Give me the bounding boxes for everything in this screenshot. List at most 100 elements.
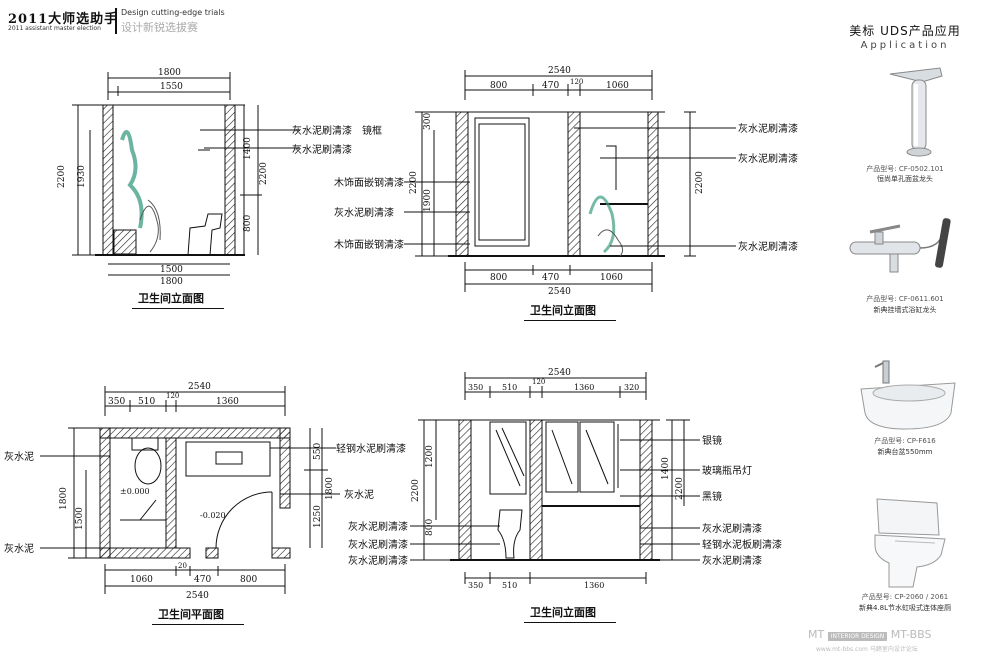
dim-tr-top-1: 800 [490, 81, 507, 91]
dim-br-bottom-2: 1360 [584, 581, 604, 590]
watermark-site: MT-BBS [890, 628, 932, 641]
watermark: MT INTERIOR DESIGN MT-BBS [808, 628, 931, 641]
view-title-bottom-left: 卫生间平面图 [158, 608, 224, 621]
dim-tr-top-3: 120 [570, 78, 583, 86]
label-tr-left-1: 灰水泥刷清漆 [334, 206, 394, 219]
product-1-model: 产品型号: CF-0502.101 [866, 165, 944, 173]
label-tr-left-2: 木饰面嵌钢清漆 [334, 238, 404, 251]
elevation-view-1 [72, 72, 300, 276]
dim-br-left-2: 800 [425, 519, 435, 536]
product-3-model: 产品型号: CP-F616 [874, 437, 936, 445]
dim-br-top-1: 350 [468, 383, 483, 392]
dim-bl-left-0: 1800 [59, 487, 69, 510]
view-title-underline [132, 308, 224, 309]
product-1-name: 恒尚单孔面盆龙头 [877, 175, 933, 183]
dim-bl-bottom-0: 1060 [130, 575, 153, 585]
label-br-left-1: 灰水泥刷清漆 [348, 538, 408, 551]
dim-bl-top-3: 120 [166, 392, 179, 400]
plan-view [40, 386, 340, 594]
label-tl-1: 镜框 [362, 124, 382, 137]
dim-bl-bottom-4: 2540 [186, 591, 209, 601]
floor-level-1: -0.020 [200, 511, 226, 520]
label-tl-2: 灰水泥刷清漆 [292, 143, 352, 156]
view-title-top-right: 卫生间立面图 [530, 304, 596, 317]
label-br-right-0: 银镜 [702, 434, 722, 447]
dim-br-bottom-0: 350 [468, 581, 483, 590]
label-br-left-2: 灰水泥刷清漆 [348, 554, 408, 567]
dim-br-right-1: 2200 [675, 477, 685, 500]
dim-tr-top-4: 1060 [606, 81, 629, 91]
view-title-top-left: 卫生间立面图 [138, 292, 204, 305]
drawing-canvas: 1800 1550 1500 1800 2200 1930 1400 2200 … [4, 66, 798, 601]
label-br-right-2: 黑镜 [702, 490, 722, 503]
label-tr-left-0: 木饰面嵌钢清漆 [334, 176, 404, 189]
dim-br-top-0: 2540 [548, 368, 571, 378]
product-4-model: 产品型号: CP-2060 / 2061 [861, 593, 949, 601]
dim-tr-left-0: 2200 [409, 171, 419, 194]
dim-tr-bottom-2: 1060 [600, 273, 623, 283]
dim-br-top-4: 1360 [574, 383, 594, 392]
dim-tl-left-0: 2200 [57, 165, 67, 188]
dim-bl-top-0: 2540 [188, 382, 211, 392]
label-tl-0: 灰水泥刷清漆 [292, 124, 352, 137]
dim-tr-right-0: 2200 [695, 171, 705, 194]
dim-tl-right-2: 800 [243, 215, 253, 232]
basin-faucet-image [889, 67, 943, 157]
label-br-left-0: 灰水泥刷清漆 [348, 520, 408, 533]
washbasin-image [860, 360, 956, 430]
product-4-name: 新典4.8L节水虹吸式连体座厕 [858, 604, 952, 612]
dim-tl-bottom-1: 1800 [160, 277, 183, 287]
label-bl-right-1: 灰水泥 [344, 488, 374, 501]
dim-tr-left-1: 1900 [423, 189, 433, 212]
dim-br-top-2: 510 [502, 383, 517, 392]
label-bl-left-0: 灰水泥 [4, 450, 34, 463]
product-2-model: 产品型号: CF-0611.601 [866, 295, 944, 303]
floor-level-0: ±0.000 [120, 487, 150, 496]
dim-tr-top-0: 2540 [548, 66, 571, 76]
watermark-url: www.mt-bbs.com 马蹄室内设计论坛 [816, 646, 918, 653]
dim-br-top-5: 320 [624, 383, 639, 392]
label-tr-right-1: 灰水泥刷清漆 [738, 152, 798, 165]
dim-bl-right-1: 1800 [325, 477, 335, 500]
dim-tr-bottom-1: 470 [542, 273, 559, 283]
dim-bl-top-1: 350 [108, 397, 125, 407]
label-br-right-4: 轻钢水泥板刷清漆 [702, 538, 782, 551]
panel-title: 美标 UDS产品应用 [849, 24, 961, 38]
view-title-bottom-right: 卫生间立面图 [530, 606, 596, 619]
label-bl-right-0: 轻钢水泥刷清漆 [336, 442, 406, 455]
product-2-name: 新典挂墙式浴缸龙头 [873, 306, 937, 314]
label-br-right-5: 灰水泥刷清漆 [702, 554, 762, 567]
dim-tr-left-2: 300 [423, 113, 433, 130]
view-title-underline [152, 624, 244, 625]
label-br-right-3: 灰水泥刷清漆 [702, 522, 762, 535]
dim-bl-top-2: 510 [138, 397, 155, 407]
product-3-name: 新典台盆550mm [877, 448, 933, 456]
dim-br-top-3: 120 [532, 378, 545, 386]
dim-tl-top-1: 1550 [160, 82, 183, 92]
label-br-right-1: 玻璃瓶吊灯 [702, 464, 752, 477]
label-tr-right-0: 灰水泥刷清漆 [738, 122, 798, 135]
dim-bl-top-4: 1360 [216, 397, 239, 407]
dim-tl-top-0: 1800 [158, 68, 181, 78]
dim-tl-left-1: 1930 [77, 165, 87, 188]
bath-faucet-image [849, 218, 951, 273]
view-title-underline [524, 320, 616, 321]
dim-bl-bottom-2: 470 [194, 575, 211, 585]
dim-bl-right-0: 550 [313, 443, 323, 460]
elevation-view-2 [404, 70, 736, 292]
toilet-image [874, 498, 946, 588]
dim-tr-bottom-3: 2540 [548, 287, 571, 297]
dim-br-left-1: 1200 [425, 445, 435, 468]
dim-br-bottom-1: 510 [502, 581, 517, 590]
dim-tl-bottom-0: 1500 [160, 265, 183, 275]
header-divider [115, 8, 117, 34]
dim-tl-right-0: 1400 [243, 137, 253, 160]
dim-tl-right-1: 2200 [259, 162, 269, 185]
header-tagline-en: Design cutting-edge trials [121, 8, 225, 17]
panel-subtitle: Application [860, 40, 950, 51]
dim-tr-bottom-0: 800 [490, 273, 507, 283]
dim-br-left-0: 2200 [411, 479, 421, 502]
label-bl-left-1: 灰水泥 [4, 542, 34, 555]
dim-bl-bottom-1: 20 [178, 562, 187, 570]
elevation-view-3 [410, 372, 700, 584]
